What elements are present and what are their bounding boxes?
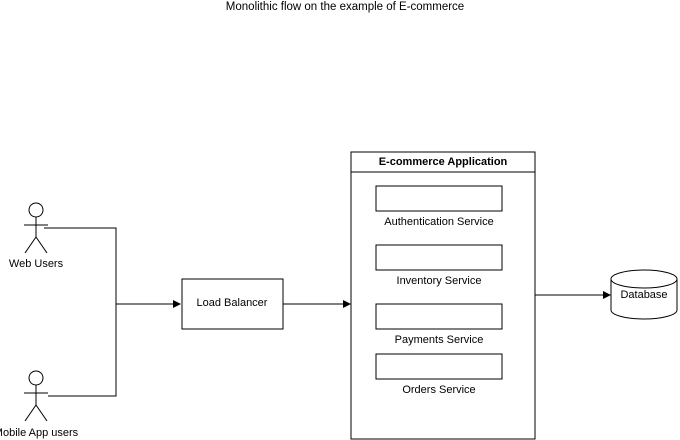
user-connectors <box>44 227 181 397</box>
authentication-service-label: Authentication Service <box>384 216 494 228</box>
payments-service-label: Payments Service <box>394 334 484 346</box>
load-balancer-label: Load Balancer <box>196 297 268 309</box>
web-users-label: Web Users <box>8 258 64 270</box>
database-cylinder-icon <box>610 269 678 320</box>
inventory-service-label: Inventory Service <box>396 275 482 287</box>
payments-service-box <box>375 303 503 330</box>
orders-service-label: Orders Service <box>402 384 476 396</box>
orders-service-box <box>375 353 503 380</box>
web-user-actor-icon <box>24 202 48 254</box>
mobile-user-actor-icon <box>24 370 48 422</box>
mobile-users-label: Mobile App users <box>0 427 79 439</box>
inventory-service-box <box>375 244 503 271</box>
database-label: Database <box>620 289 668 301</box>
diagram-title: Monolithic flow on the example of E-comm… <box>225 1 465 13</box>
application-title: E-commerce Application <box>378 156 508 168</box>
load-balancer-box <box>181 278 284 330</box>
authentication-service-box <box>375 185 503 212</box>
